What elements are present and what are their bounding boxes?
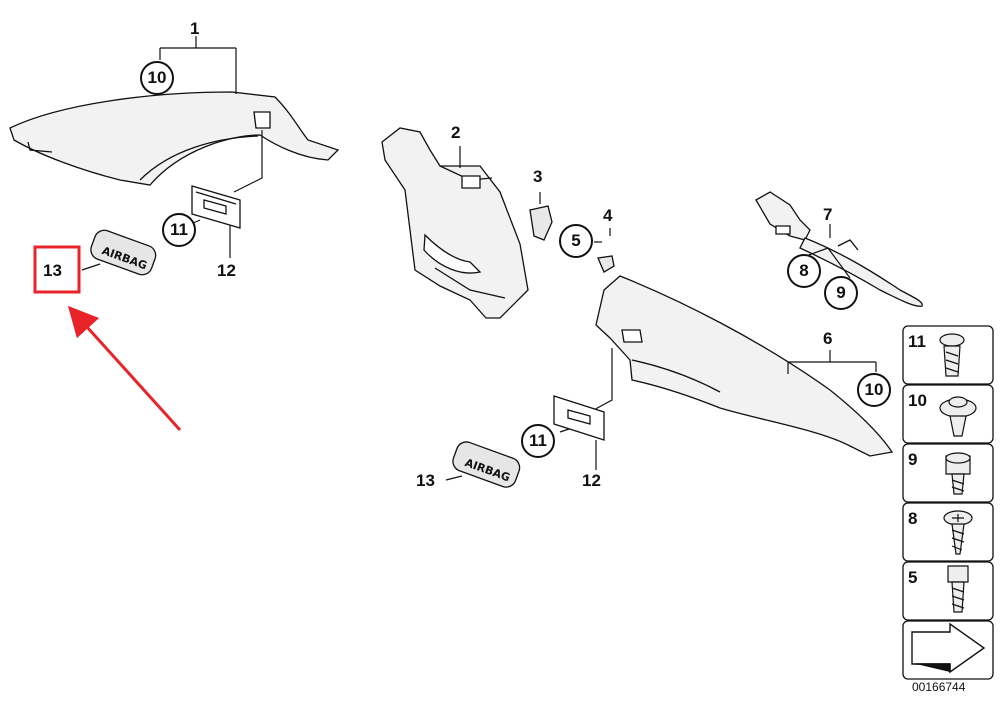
callout-1: 1 xyxy=(190,19,200,38)
part-7-bracket xyxy=(755,191,923,307)
push-rivet-clip-icon xyxy=(939,333,965,377)
hex-head-screw-icon xyxy=(945,452,971,495)
callout-3: 3 xyxy=(533,167,543,186)
diagram-id: 00166744 xyxy=(912,680,966,694)
diagram-direction-icon xyxy=(911,622,986,674)
expanding-rivet-icon xyxy=(939,396,977,437)
legend-number: 11 xyxy=(908,332,926,351)
legend-number: 5 xyxy=(908,568,918,587)
highlight-box xyxy=(33,245,81,294)
cross-head-screw-icon xyxy=(943,510,973,555)
callout-7: 7 xyxy=(823,205,833,224)
callout-2: 2 xyxy=(451,123,461,142)
part-3-clip xyxy=(529,205,553,241)
clip-12-bottom xyxy=(553,395,605,441)
callout-11-top: 11 xyxy=(162,213,196,247)
clip-12-top xyxy=(191,185,241,229)
part-2-pillar-trim xyxy=(381,127,529,319)
legend-number: 10 xyxy=(908,391,927,410)
callout-13-bottom: 13 xyxy=(416,471,435,490)
bolt-icon xyxy=(947,565,969,613)
airbag-badge-bottom: AIRBAG xyxy=(452,441,521,488)
hardware-legend-frame xyxy=(902,325,994,680)
airbag-badge-top: AIRBAG xyxy=(90,229,157,276)
callout-10-right: 10 xyxy=(857,373,891,407)
legend-number: 8 xyxy=(908,509,918,528)
part-1-trim-panel xyxy=(9,91,340,186)
highlight-arrow xyxy=(67,305,182,432)
callout-11-bottom: 11 xyxy=(521,424,555,458)
callout-5: 5 xyxy=(559,224,593,258)
callout-8: 8 xyxy=(787,254,821,288)
callout-6: 6 xyxy=(823,329,833,348)
part-6-trim-panel xyxy=(595,275,894,457)
legend-number: 9 xyxy=(908,450,918,469)
callout-10-top: 10 xyxy=(140,61,174,95)
callout-12-bottom: 12 xyxy=(582,471,601,490)
callout-13-top: 13 xyxy=(43,261,62,280)
callout-12-top: 12 xyxy=(217,261,236,280)
callout-9: 9 xyxy=(824,276,858,310)
part-4-clip xyxy=(597,255,615,273)
callout-4: 4 xyxy=(603,206,613,225)
